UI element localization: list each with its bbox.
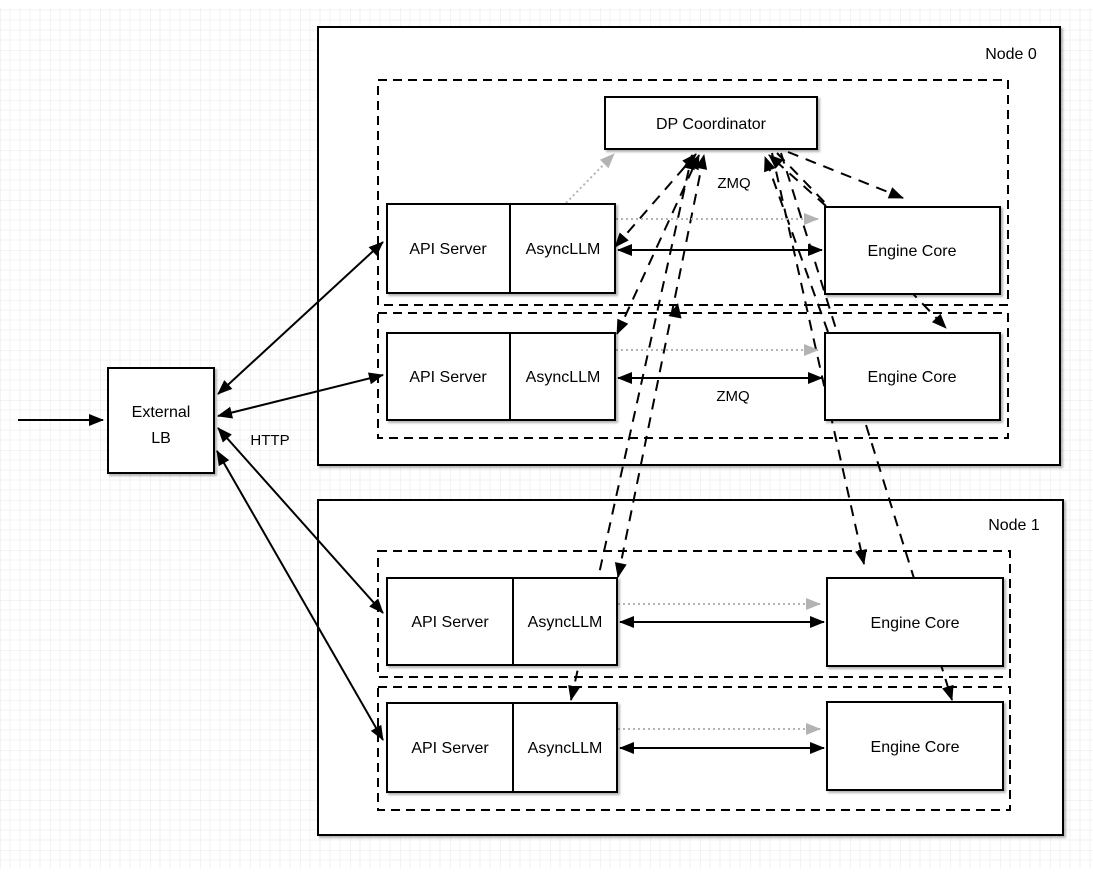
replica-node1-1: API Server AsyncLLM Engine Core (386, 701, 1004, 793)
external-lb-label-line1: External (132, 404, 191, 421)
zmq-label-engine: ZMQ (716, 388, 749, 405)
api-asyncllm-box (386, 702, 618, 793)
external-lb: External LB (107, 367, 215, 474)
engine-core-label: Engine Core (868, 243, 957, 260)
asyncllm-label: AsyncLLM (528, 740, 603, 757)
edge-lb-api-n0r0 (217, 241, 384, 395)
mid-arrowhead (668, 303, 682, 319)
asyncllm-label: AsyncLLM (526, 241, 601, 258)
api-asyncllm-box (386, 332, 616, 421)
engine-core-box (826, 577, 1004, 667)
edge-coordinator-enginecore-n1r0 (771, 152, 867, 565)
engine-core-label: Engine Core (868, 369, 957, 386)
dp-coordinator-label: DP Coordinator (656, 116, 767, 133)
api-server-label: API Server (409, 369, 487, 386)
api-server-label: API Server (409, 241, 487, 258)
api-server-label: API Server (411, 614, 489, 631)
dp-coordinator: DP Coordinator (604, 96, 818, 150)
node0-label: Node 0 (985, 46, 1037, 63)
edge-enginecore-n0r0-coordinator (768, 154, 827, 207)
dotted-handshake-links (565, 153, 821, 735)
solid-links (18, 241, 825, 754)
edge-enginecore-n0r1-coordinator (764, 156, 829, 333)
external-lb-box (107, 367, 215, 474)
asyncllm-label: AsyncLLM (528, 614, 603, 631)
replica-node0-1: API Server AsyncLLM Engine Core (386, 332, 1001, 421)
engine-core-box (824, 332, 1001, 421)
engine-core-box (824, 206, 1001, 295)
replica-node0-0: API Server AsyncLLM Engine Core (386, 203, 1001, 295)
engine-core-label: Engine Core (871, 615, 960, 632)
edge-lb-api-n1r1 (216, 450, 384, 741)
edge-dotted-asyncllm-coordinator (565, 153, 615, 204)
node1-label: Node 1 (988, 517, 1040, 534)
edge-lb-api-n0r1 (217, 372, 384, 419)
edge-coordinator-enginecore-n0r0 (787, 151, 904, 199)
api-server-label: API Server (411, 740, 489, 757)
zmq-label-coordinator: ZMQ (717, 175, 750, 192)
asyncllm-label: AsyncLLM (526, 369, 601, 386)
replica-node1-0: API Server AsyncLLM Engine Core (386, 577, 1004, 667)
http-label: HTTP (250, 432, 289, 449)
engine-core-label: Engine Core (871, 739, 960, 756)
api-asyncllm-box (386, 203, 616, 294)
external-lb-label-line2: LB (151, 430, 171, 447)
dp-coordinator-box (604, 96, 818, 150)
api-asyncllm-box (386, 577, 618, 666)
engine-core-box (826, 701, 1004, 791)
